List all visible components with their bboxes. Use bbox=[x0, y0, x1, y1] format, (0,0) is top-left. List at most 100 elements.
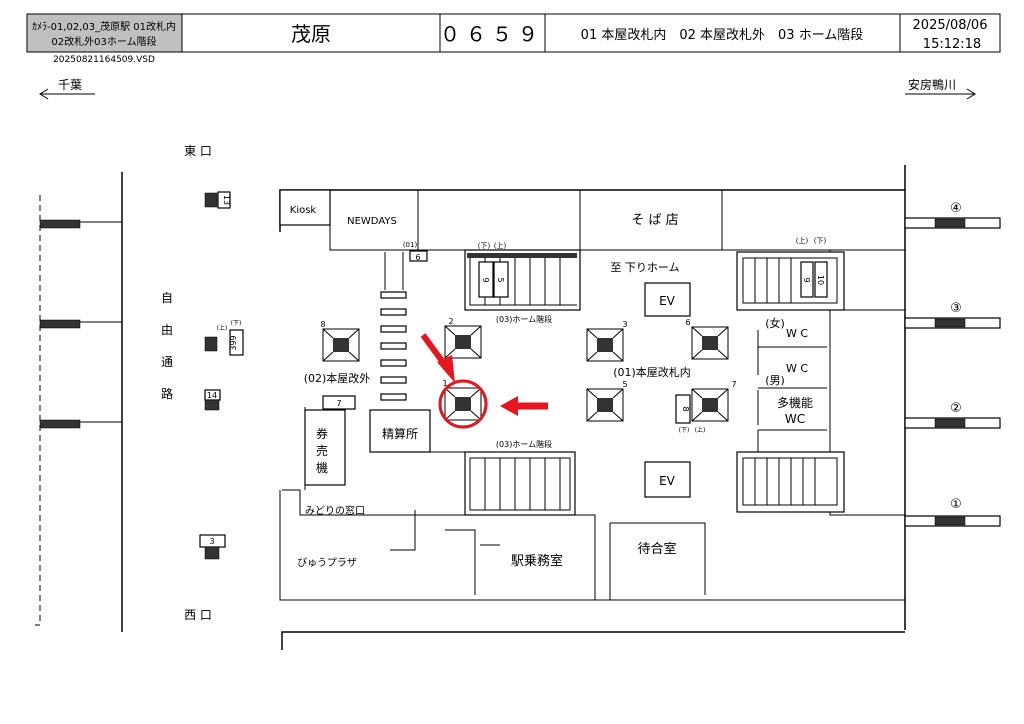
svg-text:通: 通 bbox=[161, 355, 173, 369]
ev1-label: EV bbox=[659, 294, 676, 308]
svg-text:千葉: 千葉 bbox=[58, 78, 82, 92]
svg-text:由: 由 bbox=[161, 323, 173, 337]
svg-text:W C: W C bbox=[786, 362, 808, 375]
camera-5[interactable]: 5 bbox=[586, 380, 628, 422]
camera-number: 6 bbox=[685, 318, 690, 327]
west-exit-label: 西 口 bbox=[184, 608, 212, 622]
svg-text:(男): (男) bbox=[765, 374, 785, 387]
interior-walls bbox=[282, 489, 706, 600]
platform-4: ④ bbox=[950, 201, 962, 216]
svg-text:路: 路 bbox=[161, 386, 173, 401]
station-name: 茂原 bbox=[291, 22, 331, 46]
svg-text:(下): (下) bbox=[679, 427, 690, 434]
svg-text:399: 399 bbox=[229, 335, 238, 350]
svg-text:(下): (下) bbox=[814, 237, 827, 245]
midori-window-label: みどりの窓口 bbox=[305, 504, 365, 517]
fare-adjust-label: 精算所 bbox=[382, 426, 418, 441]
newdays-label: NEWDAYS bbox=[347, 216, 397, 227]
camera-3[interactable]: 3 bbox=[586, 320, 628, 362]
marker-8-box bbox=[409, 250, 428, 262]
stairs-top-label: (03)ホーム階段 bbox=[496, 314, 552, 324]
svg-text:WC: WC bbox=[785, 412, 805, 426]
marker-8b: 6 bbox=[415, 253, 420, 262]
fare-adjust-office bbox=[369, 409, 431, 453]
platform-1: ① bbox=[950, 497, 962, 512]
file-line1: ｶﾒﾗ-01,02,03_茂原駅 01改札内 bbox=[32, 20, 176, 33]
date: 2025/08/06 bbox=[913, 18, 988, 33]
svg-text:(03)ホーム階段: (03)ホーム階段 bbox=[496, 439, 552, 449]
soba-shop-label: そ ば 店 bbox=[631, 213, 678, 228]
camera-1[interactable]: 1 bbox=[442, 379, 482, 421]
inside-gate-label: (01)本屋改札内 bbox=[613, 365, 691, 379]
ticket-machine[interactable] bbox=[304, 409, 346, 486]
crew-room-label: 駅乗務室 bbox=[511, 553, 563, 569]
svg-text:7: 7 bbox=[336, 399, 341, 408]
elevator-2[interactable] bbox=[644, 461, 691, 498]
camera-6[interactable]: 6 bbox=[685, 318, 729, 360]
svg-text:(上): (上) bbox=[796, 236, 809, 245]
svg-text:5: 5 bbox=[496, 277, 505, 282]
stairs-right-top: 9 10 (上) (下) bbox=[736, 236, 845, 311]
free-passage-label: 自 由 通 路 bbox=[161, 291, 173, 401]
camera-number: 8 bbox=[320, 320, 325, 329]
camera-number: 7 bbox=[731, 380, 736, 389]
svg-text:9: 9 bbox=[802, 277, 811, 282]
platform-3: ③ bbox=[950, 301, 962, 316]
left-platform-markers bbox=[39, 219, 122, 429]
restrooms: (女) W C W C (男) 多機能 WC bbox=[757, 316, 827, 455]
direction-left: 千葉 bbox=[39, 78, 95, 100]
stairs-bottom: (03)ホーム階段 bbox=[464, 439, 576, 516]
svg-text:3: 3 bbox=[209, 537, 214, 546]
kiosk bbox=[279, 189, 331, 226]
camera-7[interactable]: 7 bbox=[691, 380, 737, 422]
svg-text:10: 10 bbox=[816, 275, 825, 285]
view-plaza-label: びゅうプラザ bbox=[297, 557, 357, 569]
title-block: ｶﾒﾗ-01,02,03_茂原駅 01改札内 02改札外03ホーム階段 2025… bbox=[26, 13, 1001, 65]
kiosk-label: Kiosk bbox=[290, 205, 317, 216]
svg-text:多機能: 多機能 bbox=[777, 395, 813, 410]
file-name: 20250821164509.VSD bbox=[53, 55, 155, 65]
file-line2: 02改札外03ホーム階段 bbox=[51, 35, 156, 48]
outside-gate-label: (02)本屋改外 bbox=[304, 371, 371, 385]
svg-text:(女): (女) bbox=[765, 316, 785, 330]
svg-text:(上): (上) bbox=[695, 426, 706, 434]
to-down-platform-label: 至 下りホーム bbox=[610, 261, 679, 274]
svg-text:W C: W C bbox=[786, 327, 808, 340]
waiting-room-label: 待合室 bbox=[637, 541, 676, 557]
camera-number: 1 bbox=[442, 379, 447, 388]
svg-text:8: 8 bbox=[681, 406, 690, 411]
gate01-label: (01) bbox=[403, 241, 418, 249]
elevator-1[interactable] bbox=[644, 282, 691, 317]
svg-text:券: 券 bbox=[316, 426, 328, 441]
time: 15:12:18 bbox=[923, 37, 981, 52]
camera-number: 3 bbox=[622, 320, 627, 329]
camera-8[interactable]: 8 bbox=[320, 320, 360, 362]
svg-text:(上): (上) bbox=[494, 241, 507, 250]
ev2-label: EV bbox=[659, 474, 676, 488]
marker-boxes: 13 399 (上) (下) 14 3 7 8 (下) (上) bbox=[199, 191, 706, 560]
ticket-machine-label: 券 売 機 bbox=[316, 426, 328, 475]
camera-2[interactable]: 2 bbox=[444, 317, 482, 359]
highlight-camera-1 bbox=[420, 333, 548, 429]
east-exit-label: 東 口 bbox=[184, 144, 212, 158]
ticket-gates bbox=[380, 252, 407, 401]
svg-text:売: 売 bbox=[316, 443, 328, 458]
svg-text:自: 自 bbox=[161, 291, 173, 305]
stairs-top: 9 5 (下) (上) (03)ホーム階段 bbox=[464, 241, 581, 324]
right-platform-markers: ④ ③ ② ① bbox=[904, 201, 1001, 527]
svg-text:13: 13 bbox=[222, 195, 231, 205]
svg-text:機: 機 bbox=[316, 460, 328, 475]
svg-text:9: 9 bbox=[481, 277, 490, 282]
area-legend: 01 本屋改札内 02 本屋改札外 03 ホーム階段 bbox=[581, 27, 864, 43]
svg-text:安房鴨川: 安房鴨川 bbox=[908, 77, 956, 92]
stairs-right-bottom bbox=[736, 451, 845, 513]
svg-text:(上): (上) bbox=[217, 324, 228, 332]
platform-2: ② bbox=[950, 401, 962, 416]
camera-number: 5 bbox=[622, 380, 627, 389]
svg-text:(下): (下) bbox=[478, 242, 491, 250]
station-code: ０６５９ bbox=[440, 22, 544, 46]
direction-right: 安房鴨川 bbox=[905, 77, 976, 100]
svg-text:14: 14 bbox=[207, 391, 217, 400]
camera-number: 2 bbox=[448, 317, 453, 326]
